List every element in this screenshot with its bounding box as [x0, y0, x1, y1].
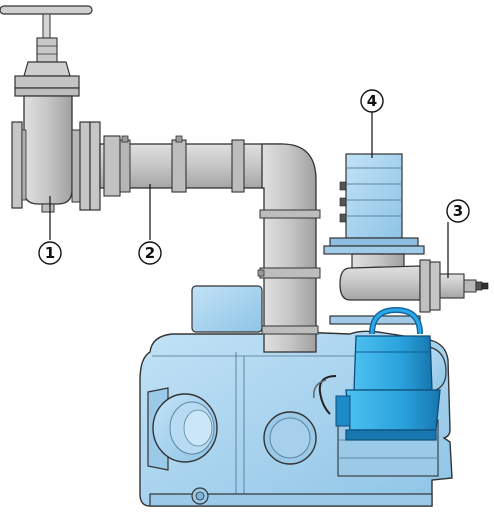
callout-label-3: 3: [453, 202, 463, 220]
callout-circle-1: [38, 241, 62, 265]
callout-label-1: 1: [45, 244, 55, 262]
submersible-pump: [313, 306, 441, 441]
callout-label-2: 2: [145, 244, 155, 262]
callout-circle-4: [360, 89, 384, 113]
callout-group: 1 2 3 4: [38, 89, 470, 278]
callout-label-4: 4: [367, 92, 377, 110]
pressure-pipe: [99, 135, 321, 353]
gate-valve: [0, 5, 101, 213]
inlet-connection: [147, 387, 218, 471]
callout-circle-3: [446, 199, 470, 223]
callout-circle-2: [138, 241, 162, 265]
riser-pipe: [323, 153, 425, 255]
